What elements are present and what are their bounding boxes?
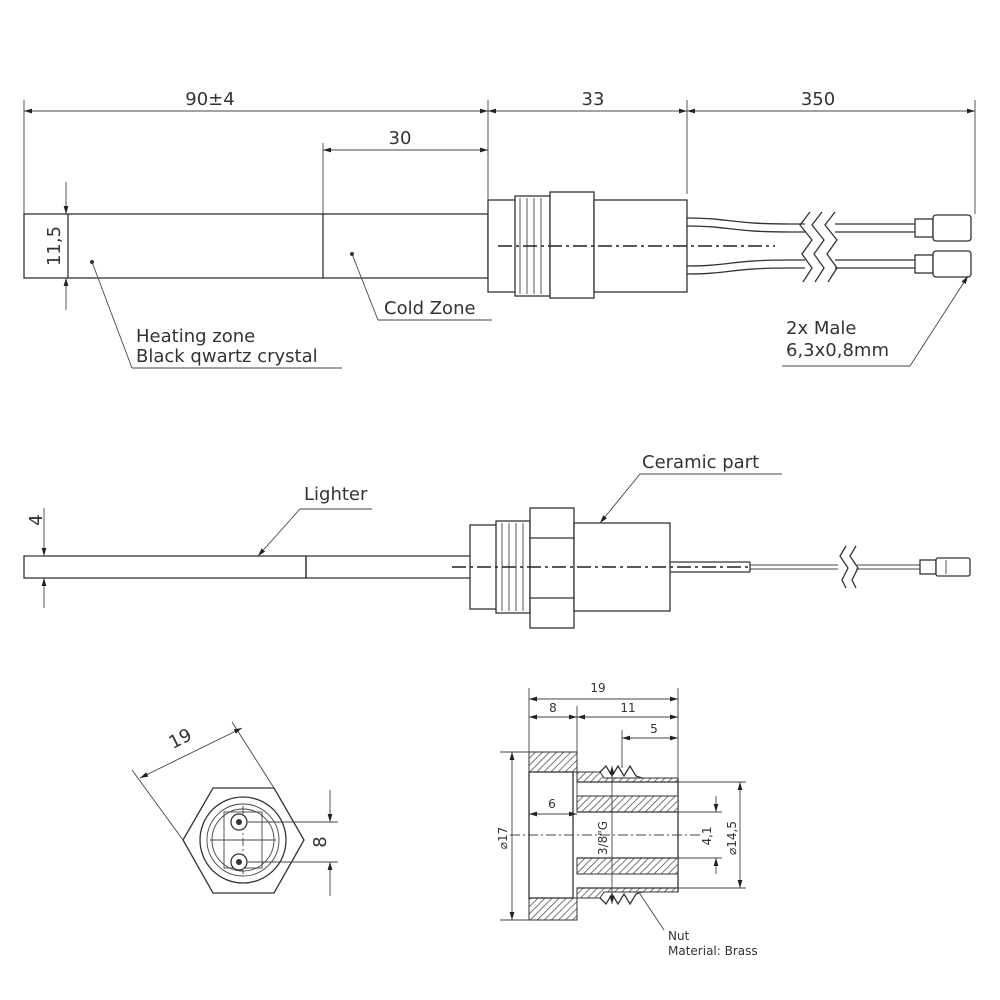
nut-section <box>500 688 746 931</box>
terminals-label: 2x Male <box>786 318 856 339</box>
heating-element <box>23 213 489 279</box>
dim-33: 33 <box>582 89 605 110</box>
dim-phi14-5: ⌀14,5 <box>725 821 739 855</box>
end-view <box>131 721 338 896</box>
dim-nut-5: 5 <box>650 722 658 736</box>
side-hex <box>529 507 575 629</box>
dim-nut-11: 11 <box>620 701 635 715</box>
terminals-sublabel: 6,3x0,8mm <box>786 340 889 361</box>
nut-label: Nut <box>668 929 690 943</box>
dim-4: 4 <box>26 514 47 525</box>
dim-30: 30 <box>389 128 412 149</box>
lighter-rod <box>23 555 307 579</box>
hex-nut <box>549 191 595 299</box>
dim-350: 350 <box>801 89 835 110</box>
dim-hex-19: 19 <box>166 725 196 754</box>
dim-11-5: 11,5 <box>44 226 65 266</box>
dim-8: 8 <box>310 836 331 847</box>
ceramic-label: Ceramic part <box>642 452 759 473</box>
heating-zone-label: Heating zone <box>136 326 255 347</box>
dim-thread-size: 3/8"G <box>596 821 610 855</box>
dim-phi17: ⌀17 <box>496 827 510 850</box>
nut-material-label: Material: Brass <box>668 944 758 958</box>
cold-zone-label: Cold Zone <box>384 298 476 319</box>
heating-zone-sublabel: Black qwartz crystal <box>136 346 318 367</box>
dim-nut-8: 8 <box>549 701 557 715</box>
terminal-lower <box>914 254 934 274</box>
dim-4-1: 4,1 <box>700 826 714 845</box>
dim-nut-19: 19 <box>590 681 605 695</box>
lighter-label: Lighter <box>304 484 368 505</box>
terminal-upper <box>914 218 934 238</box>
side-view <box>23 473 971 629</box>
top-view <box>23 100 976 369</box>
dim-90: 90±4 <box>185 89 234 110</box>
dim-nut-6: 6 <box>548 797 556 811</box>
side-terminal <box>935 557 971 577</box>
